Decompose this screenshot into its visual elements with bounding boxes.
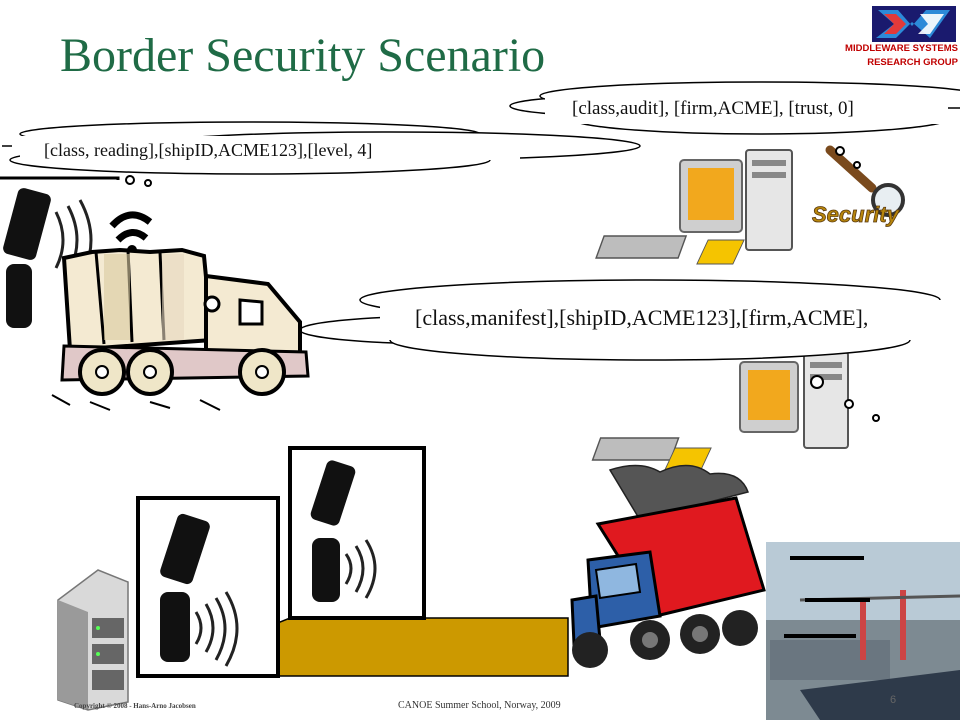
delivery-truck-icon	[51, 247, 310, 411]
dump-truck-icon	[570, 464, 766, 668]
manifest-message-text: [class,manifest],[shipID,ACME123],[firm,…	[415, 305, 869, 330]
security-label: Security	[812, 202, 901, 227]
magnifier-icon	[825, 145, 905, 217]
logo-line-2: RESEARCH GROUP	[867, 57, 958, 68]
port-photo	[766, 542, 960, 720]
computer-icon	[595, 149, 793, 265]
server-rack-icon	[57, 569, 129, 711]
logo-caption: MIDDLEWARE SYSTEMS RESEARCH GROUP	[790, 42, 958, 70]
event-footer: CANOE Summer School, Norway, 2009	[398, 700, 561, 711]
page-number: 6	[890, 694, 897, 706]
gate-reader-panel	[288, 446, 426, 620]
copyright-footer: Copyright © 2008 - Hans-Arno Jacobsen	[74, 702, 196, 710]
reading-message-bubble	[9, 121, 641, 187]
reading-message-text: [class, reading],[shipID,ACME123],[level…	[44, 140, 373, 160]
manifest-message-bubble	[299, 279, 960, 361]
gate-reader-panel	[136, 496, 280, 678]
computer-icon	[591, 351, 849, 471]
logo-line-1: MIDDLEWARE SYSTEMS	[845, 43, 958, 54]
audit-message-bubble	[509, 81, 960, 135]
mrsg-logo-icon	[872, 6, 956, 42]
slide-title: Border Security Scenario	[60, 29, 546, 82]
audit-message-text: [class,audit], [firm,ACME], [trust, 0]	[572, 98, 854, 119]
